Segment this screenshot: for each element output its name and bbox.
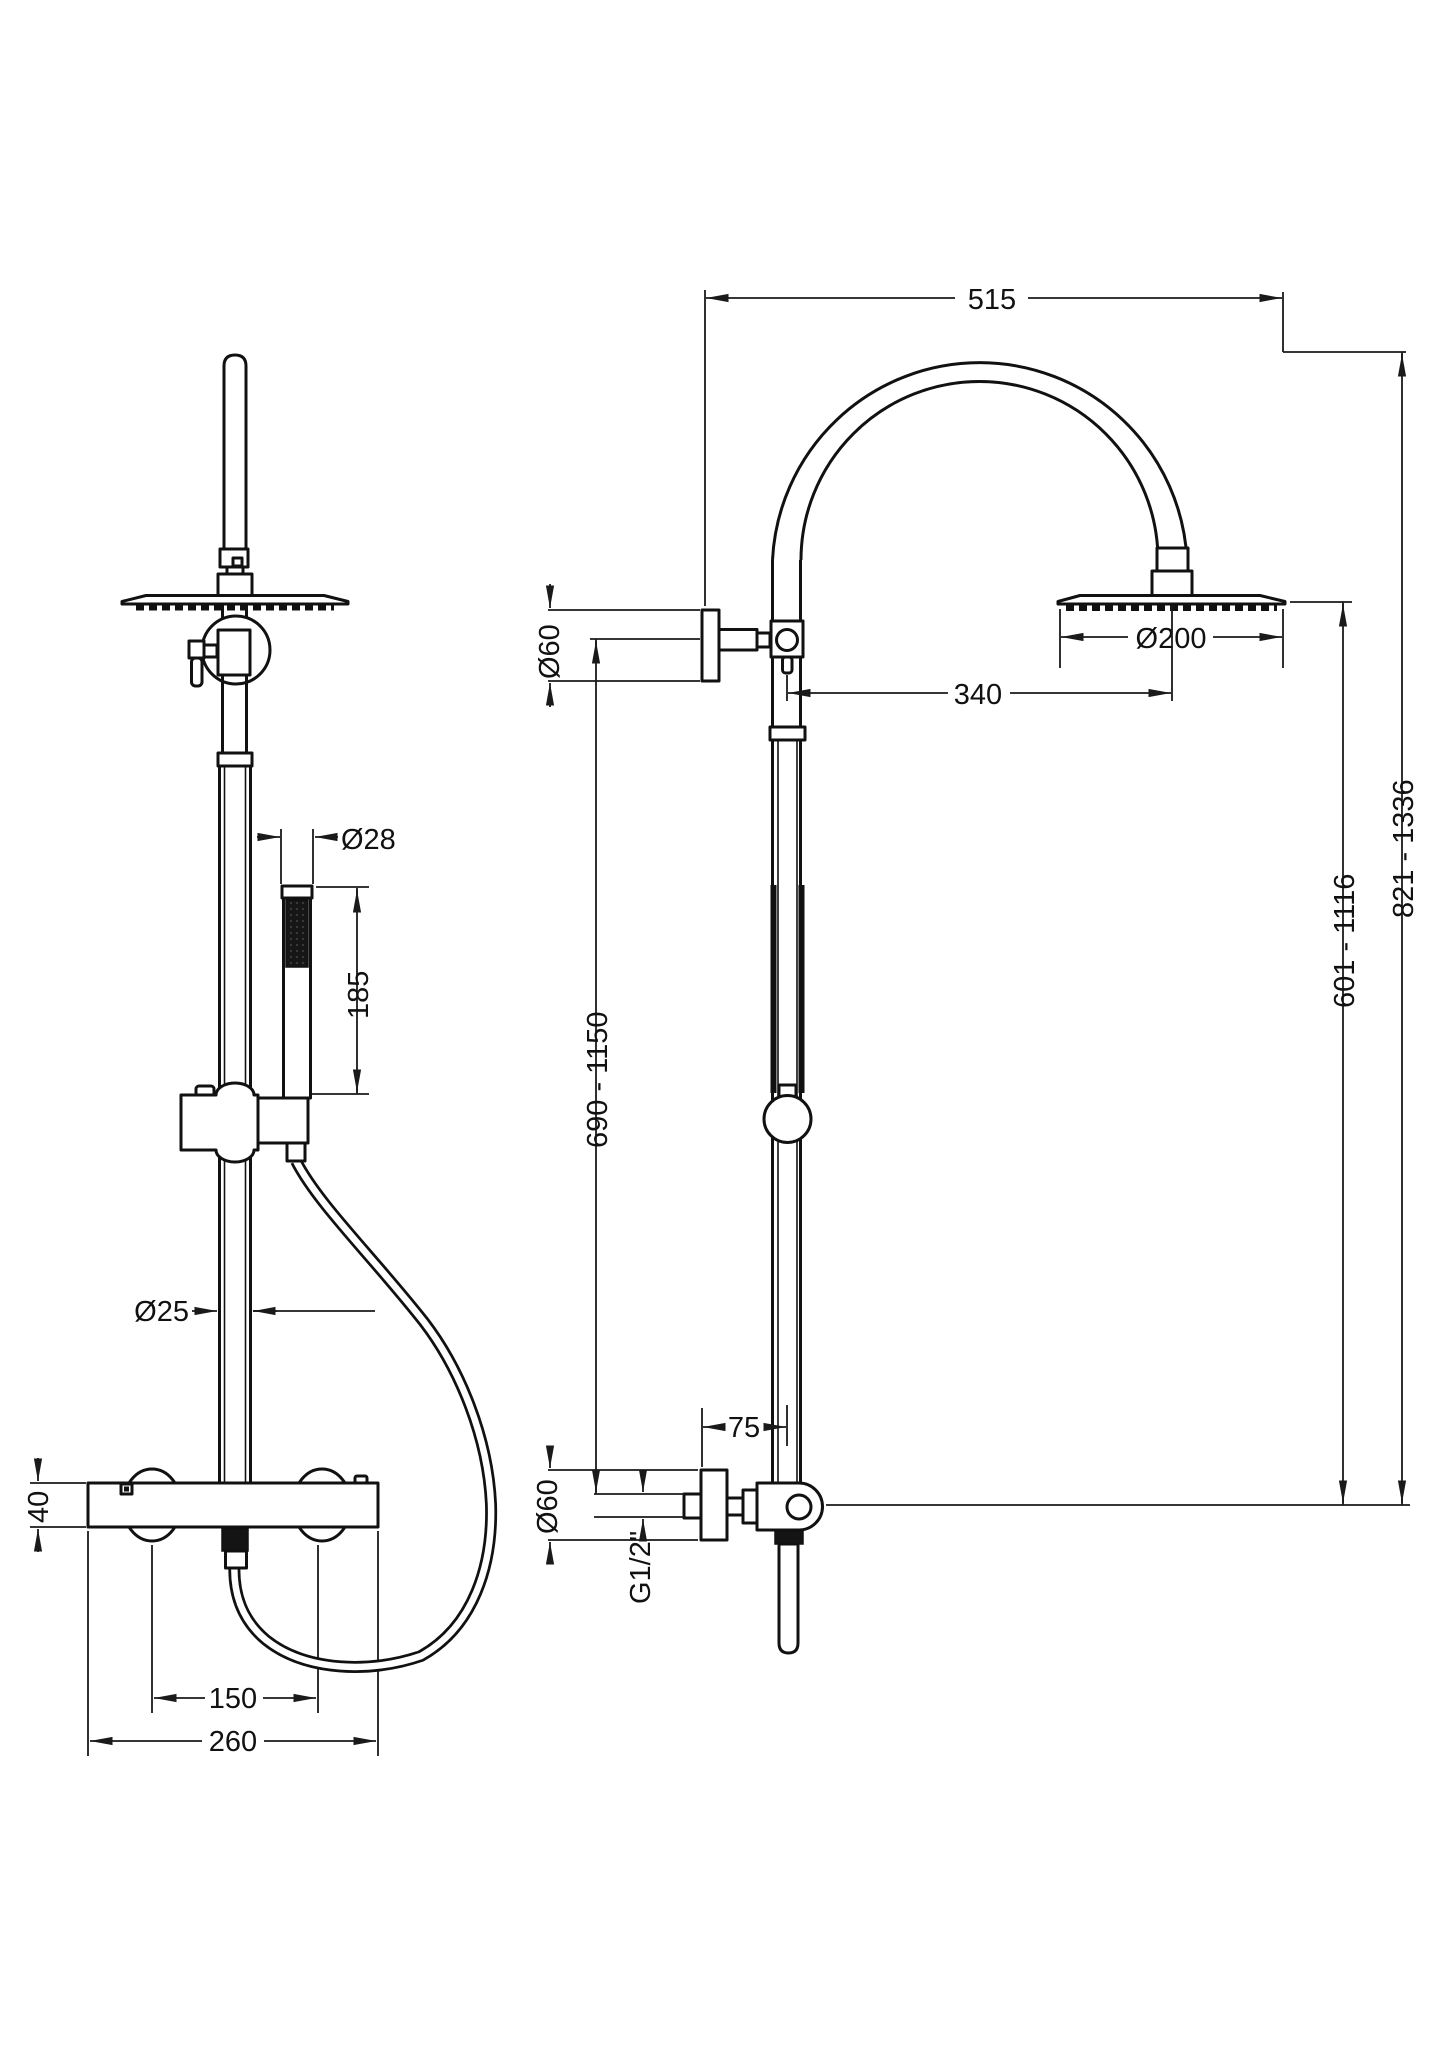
- front-dimensions: Ø28 185 Ø25 40 150: [23, 824, 396, 1758]
- dim-valve-height: 40: [23, 1491, 55, 1523]
- valve-neck-flange: [741, 1488, 759, 1525]
- top-pipe: [222, 353, 248, 551]
- front-view: Ø28 185 Ø25 40 150: [23, 353, 498, 1758]
- dim-wall-bracket-diameter: Ø60: [534, 624, 566, 679]
- temperature-stop-dot: [124, 1486, 129, 1492]
- valve-outlet-seal-side: [774, 1530, 804, 1545]
- dim-handset-length: 185: [343, 971, 375, 1019]
- head-stem-block: [216, 572, 254, 599]
- diverter-handle-neck: [202, 643, 219, 659]
- front-valve-assembly: [86, 1467, 380, 1570]
- dim-handset-diameter: Ø28: [341, 824, 396, 856]
- outlet-seal: [221, 1528, 249, 1552]
- bracket-wall-plate: [700, 608, 721, 683]
- shower-head-front: [120, 594, 350, 606]
- handset-tail: [285, 1141, 307, 1163]
- slider-clamp-block: [179, 1081, 260, 1164]
- front-handset-assembly: [280, 884, 314, 1100]
- head-connector-block: [1150, 569, 1194, 598]
- riser-clamp-front: [216, 628, 252, 677]
- side-dimensions: 515 Ø60 Ø200 340: [532, 284, 1420, 1604]
- outlet-nut: [224, 1549, 248, 1570]
- diverter-handle-lever: [190, 656, 204, 688]
- side-view: 515 Ø60 Ø200 340: [532, 284, 1420, 1655]
- dim-head-diameter: Ø200: [1136, 623, 1207, 655]
- handset-spray-face: [285, 899, 309, 968]
- side-wall-bracket: [700, 608, 805, 683]
- valve-knob-side: [785, 1493, 813, 1521]
- shower-head-side: [1056, 594, 1287, 606]
- bracket-lever: [781, 655, 794, 675]
- hose-outline: [228, 1158, 498, 1673]
- dim-riser-height-range: 690 - 1150: [582, 1011, 614, 1148]
- gooseneck-arm-inner: [799, 380, 1160, 561]
- top-connector-notch: [231, 556, 244, 568]
- diverter-handle-hub: [187, 639, 206, 660]
- dim-riser-diameter: Ø25: [134, 1296, 189, 1328]
- dim-inlet-centres: 150: [209, 1683, 257, 1715]
- side-riser-assembly: [768, 361, 1287, 1483]
- side-valve-assembly: [682, 1468, 824, 1655]
- front-slider-assembly: [179, 1081, 310, 1164]
- handset-cap: [280, 884, 314, 900]
- head-connector-collar: [1155, 546, 1190, 573]
- flow-knob-detail: [353, 1474, 369, 1485]
- riser-collar-side: [768, 725, 807, 742]
- valve-wall-plate-side: [699, 1468, 729, 1542]
- dim-valve-bracket-diameter: Ø60: [532, 1479, 564, 1534]
- dim-arm-projection: 515: [968, 284, 1016, 316]
- bracket-pivot: [775, 628, 799, 652]
- dim-inlet-connection: G1/2": [625, 1531, 657, 1604]
- dim-overall-height-range: 821 - 1336: [1388, 779, 1420, 918]
- bracket-arm: [717, 628, 759, 652]
- slider-knob-side: [762, 1094, 813, 1144]
- dim-valve-width: 260: [209, 1726, 257, 1758]
- gooseneck-arm-outer: [771, 361, 1189, 561]
- handset-holder: [256, 1096, 310, 1145]
- dim-head-projection: 340: [954, 679, 1002, 711]
- valve-inlet-nut: [682, 1492, 703, 1520]
- bracket-arm-step: [755, 631, 772, 649]
- hose-core: [231, 1159, 495, 1671]
- dim-valve-projection: 75: [728, 1412, 760, 1444]
- riser-collar-front: [216, 751, 254, 768]
- valve-outlet-tube: [777, 1542, 800, 1655]
- side-slider: [762, 1083, 813, 1144]
- dim-head-height-range: 601 - 1116: [1329, 874, 1361, 1008]
- front-hose: [228, 1158, 498, 1673]
- valve-body-front: [86, 1481, 380, 1529]
